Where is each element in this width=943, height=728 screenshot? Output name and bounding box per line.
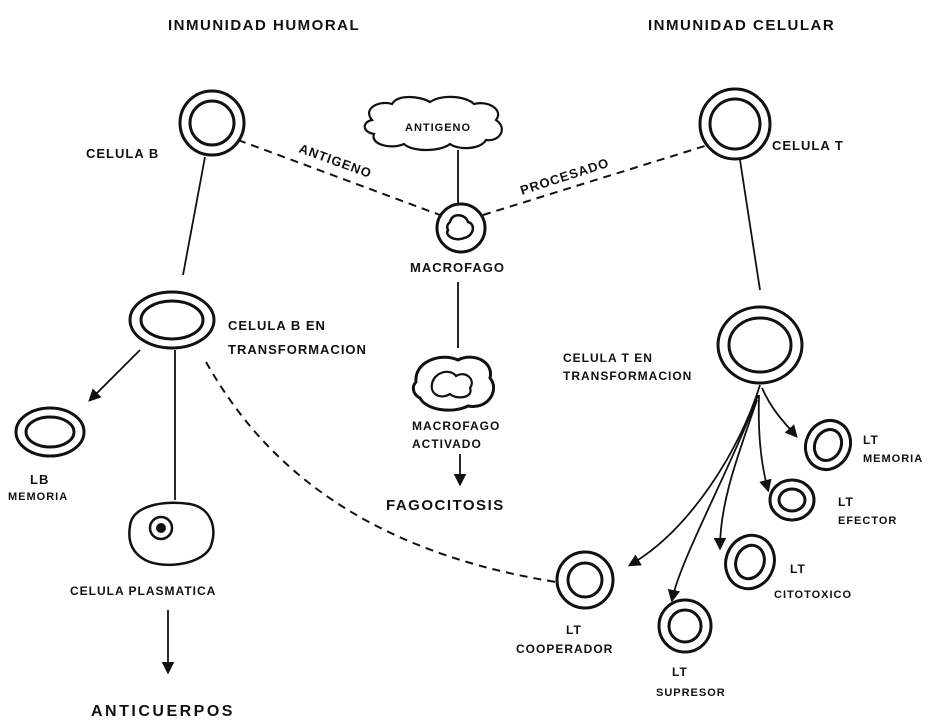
celula-plasmatica-cell xyxy=(129,503,213,565)
b-to-transform-line xyxy=(183,157,205,275)
lt-memoria-cell xyxy=(797,413,858,477)
lt-efector-label-1: LT xyxy=(838,495,854,509)
fagocitosis-label: FAGOCITOSIS xyxy=(386,497,505,514)
to-lb-memoria-arrow xyxy=(90,350,140,400)
celula-b-label: CELULA B xyxy=(86,146,159,161)
macrofago-activado-cell xyxy=(413,357,493,410)
macrofago-activado-label-1: MACROFAGO xyxy=(412,419,500,433)
to-citotoxico-branch xyxy=(720,400,757,548)
celula-b-transform-label-2: TRANSFORMACION xyxy=(228,342,367,357)
lt-citotoxico-label-2: CITOTOXICO xyxy=(774,589,852,601)
to-supresor-branch xyxy=(672,395,758,600)
antigeno-cloud-label: ANTIGENO xyxy=(405,122,471,134)
celula-b-cell xyxy=(180,91,244,155)
celula-t-cell xyxy=(700,89,770,159)
lt-efector-cell xyxy=(770,480,814,520)
header-celular: INMUNIDAD CELULAR xyxy=(648,17,835,34)
macrofago-cell xyxy=(437,204,485,252)
celula-t-transform-label-1: CELULA T EN xyxy=(563,351,653,365)
macrofago-label: MACROFAGO xyxy=(410,260,505,275)
lt-cooperador-label-2: COOPERADOR xyxy=(516,642,613,656)
celula-b-transform-cell xyxy=(130,292,214,348)
macrofago-activado-nucleus xyxy=(432,372,472,398)
b-to-cooperador-dashed-curve xyxy=(206,362,556,582)
celula-t-transform-cell xyxy=(718,307,802,383)
antigeno-dashed-line xyxy=(238,140,440,215)
celula-b-transform-label-1: CELULA B EN xyxy=(228,318,326,333)
to-lt-memoria-branch xyxy=(762,388,796,436)
lb-label: LB xyxy=(30,472,49,487)
lt-citotoxico-cell xyxy=(718,528,782,595)
lt-supresor-cell xyxy=(659,600,711,652)
lt-efector-label-2: EFECTOR xyxy=(838,515,897,527)
lt-supresor-label-2: SUPRESOR xyxy=(656,687,726,699)
lb-memoria-label: MEMORIA xyxy=(8,491,68,503)
to-efector-branch xyxy=(759,395,768,490)
celula-t-transform-label-2: TRANSFORMACION xyxy=(563,369,692,383)
celula-plasmatica-label: CELULA PLASMATICA xyxy=(70,584,216,598)
antigeno-line-label: ANTIGENO xyxy=(297,141,374,181)
lt-citotoxico-label-1: LT xyxy=(790,562,806,576)
header-humoral: INMUNIDAD HUMORAL xyxy=(168,17,360,34)
lb-memoria-cell xyxy=(16,408,84,456)
lt-memoria-label-2: MEMORIA xyxy=(863,453,923,465)
t-to-transform-line xyxy=(740,160,760,290)
procesado-line-label: PROCESADO xyxy=(518,155,611,198)
procesado-dashed-line xyxy=(483,145,708,215)
lt-memoria-label-1: LT xyxy=(863,433,879,447)
anticuerpos-label: ANTICUERPOS xyxy=(91,703,235,720)
lt-cooperador-cell xyxy=(557,552,613,608)
celula-t-label: CELULA T xyxy=(772,138,844,153)
macrofago-activado-label-2: ACTIVADO xyxy=(412,437,482,451)
lt-cooperador-label-1: LT xyxy=(566,623,582,637)
lt-supresor-label-1: LT xyxy=(672,665,688,679)
